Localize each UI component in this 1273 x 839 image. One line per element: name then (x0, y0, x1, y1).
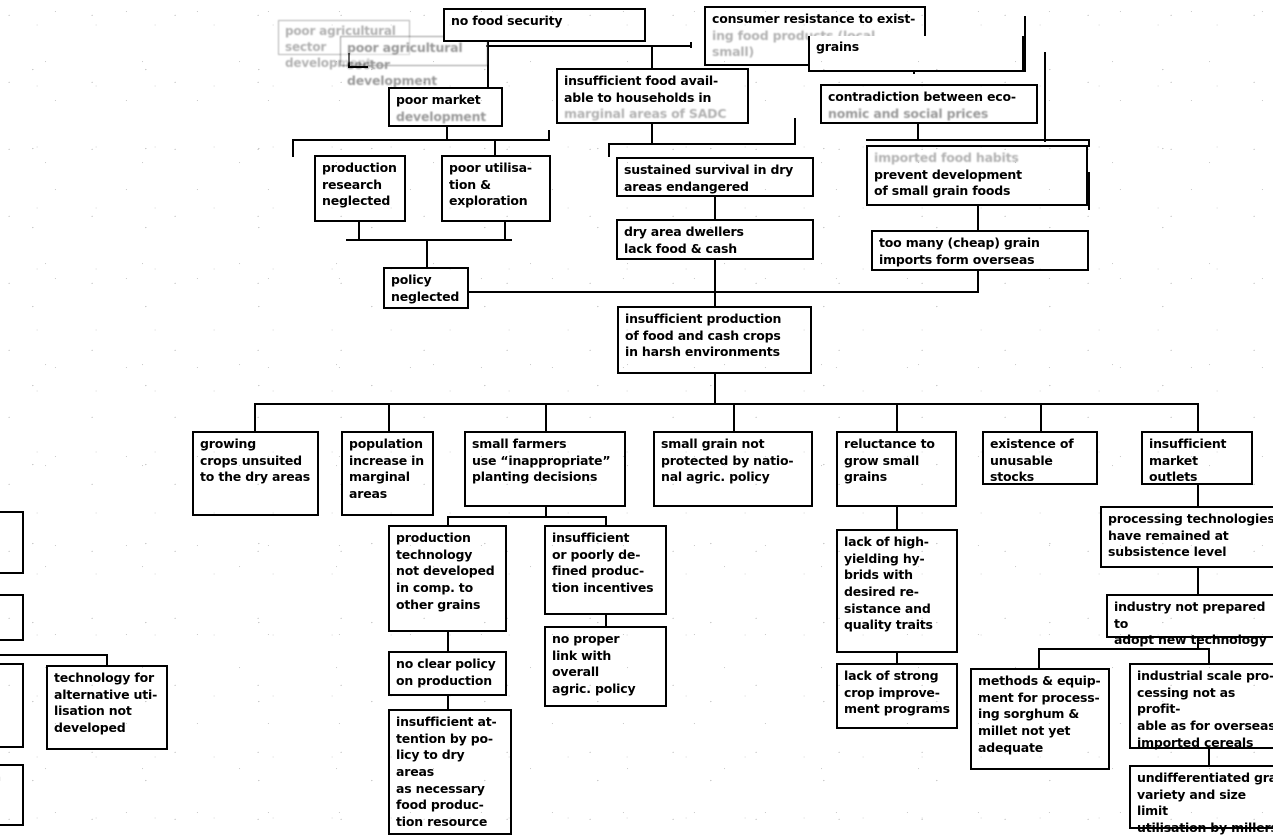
node-population-increase: population increase in marginal areas (341, 431, 434, 516)
poor-market-l2: development (396, 108, 487, 124)
node-growing-crops-unsuited: growing crops unsuited to the dry areas (192, 431, 319, 516)
insuff-food-l3: marginal areas of SADC (564, 106, 727, 122)
node-poor-utilisation: poor utilisa- tion & exploration (441, 155, 551, 222)
node-small-farmers: small farmers use “inappropriate” planti… (464, 431, 626, 507)
node-production-technology: production technology not developed in c… (388, 525, 507, 632)
node-contradiction-prices: contradiction between eco-nomic and soci… (820, 84, 1038, 124)
insuff-food-l2: able to households in (564, 89, 712, 105)
node-insufficient-market-outlets: insufficient market outlets (1141, 431, 1253, 485)
node-central-problem: insufficient production of food and cash… (617, 306, 812, 374)
insuff-food-l1: insufficient food avail- (564, 73, 718, 88)
imported-habits-l2: prevent development (874, 166, 1022, 182)
node-production-research-neglected: production research neglected (314, 155, 406, 222)
node-lack-of-hybrids: lack of high- yielding hy- brids with de… (836, 529, 958, 653)
contradiction-l1: contradiction between eco- (828, 89, 1016, 104)
node-no-proper-link: no proper link with overall agric. polic… (544, 626, 667, 707)
node-consumer-resistance-tail: grains (808, 36, 1024, 72)
node-poor-sector-development: poor agricultural sector development (278, 20, 410, 70)
node-clipped-blank-3 (0, 663, 24, 748)
node-insufficient-attention: insufficient at- tention by po- licy to … (388, 709, 512, 835)
node-processing-technologies: processing technologies have remained at… (1100, 506, 1273, 568)
contradiction-l2: nomic and social prices (828, 105, 989, 121)
poor-market-l1: poor market (396, 92, 481, 107)
node-lack-crop-improvement: lack of strong crop improve- ment progra… (836, 663, 958, 729)
imported-habits-l1: imported food habits (874, 150, 1019, 165)
node-industry-not-prepared: industry not prepared to adopt new techn… (1106, 594, 1273, 647)
node-technology-alternative: technology for alternative uti- lisation… (46, 665, 168, 750)
node-reluctance-grow: reluctance to grow small grains (836, 431, 957, 507)
node-undifferentiated-grain: undifferentiated gra variety and size li… (1129, 765, 1273, 835)
node-dry-area-dwellers: dry area dwellers lack food & cash (616, 219, 814, 260)
node-clipped-blank-2 (0, 594, 24, 641)
node-too-many-imports: too many (cheap) grain imports form over… (871, 230, 1089, 271)
node-methods-equipment: methods & equip- ment for process- ing s… (970, 668, 1110, 770)
node-insufficient-food-households: insufficient food avail-able to househol… (556, 68, 749, 124)
node-no-clear-policy: no clear policy on production (388, 651, 507, 696)
node-industrial-scale: industrial scale pro- cessing not as pro… (1129, 663, 1273, 750)
node-policy-neglected: policy neglected (383, 267, 469, 309)
node-existence-unusable-stocks: existence of unusable stocks (982, 431, 1098, 485)
node-clipped-in: in (0, 764, 24, 826)
node-clipped-blank-1 (0, 511, 24, 574)
imported-habits-l3: of small grain foods (874, 183, 1011, 199)
node-sustained-survival: sustained survival in dry areas endanger… (616, 157, 814, 197)
node-no-food-security: no food security (443, 8, 646, 42)
consumer-resistance-l1: consumer resistance to exist- (712, 11, 916, 26)
node-small-grain-not-protected: small grain not protected by natio- nal … (653, 431, 813, 507)
node-insufficient-incentives: insufficient or poorly de- fined produc-… (544, 525, 667, 615)
